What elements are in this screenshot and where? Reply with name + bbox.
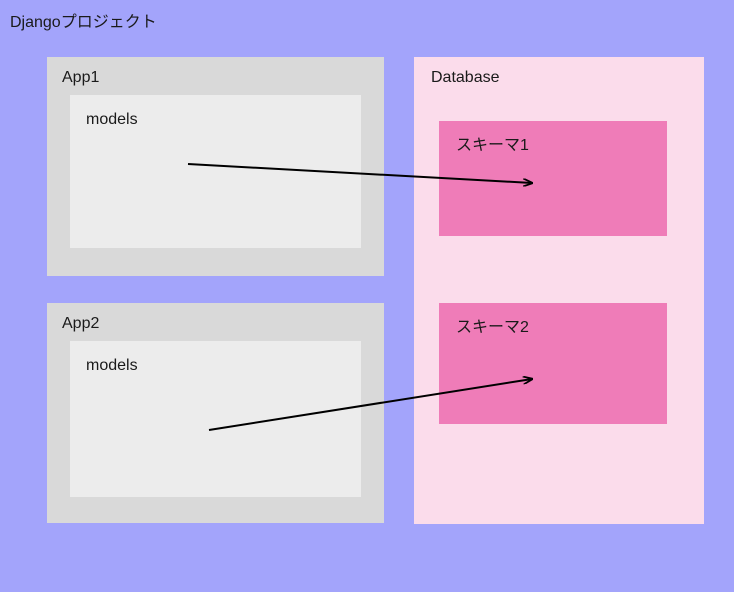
- database-container[interactable]: Database スキーマ1 スキーマ2: [414, 57, 704, 524]
- app2-container[interactable]: App2 models: [47, 303, 384, 523]
- app2-models-label: models: [86, 357, 138, 374]
- schema1-label: スキーマ1: [456, 137, 529, 154]
- schema1-box[interactable]: スキーマ1: [439, 121, 667, 236]
- app2-models-box[interactable]: models: [70, 341, 361, 497]
- app1-models-box[interactable]: models: [70, 95, 361, 248]
- app1-label: App1: [62, 69, 100, 86]
- schema2-label: スキーマ2: [456, 319, 529, 336]
- database-label: Database: [431, 69, 500, 86]
- page-title: Djangoプロジェクト: [10, 14, 157, 31]
- app1-models-label: models: [86, 111, 138, 128]
- schema2-box[interactable]: スキーマ2: [439, 303, 667, 424]
- app1-container[interactable]: App1 models: [47, 57, 384, 276]
- app2-label: App2: [62, 315, 100, 332]
